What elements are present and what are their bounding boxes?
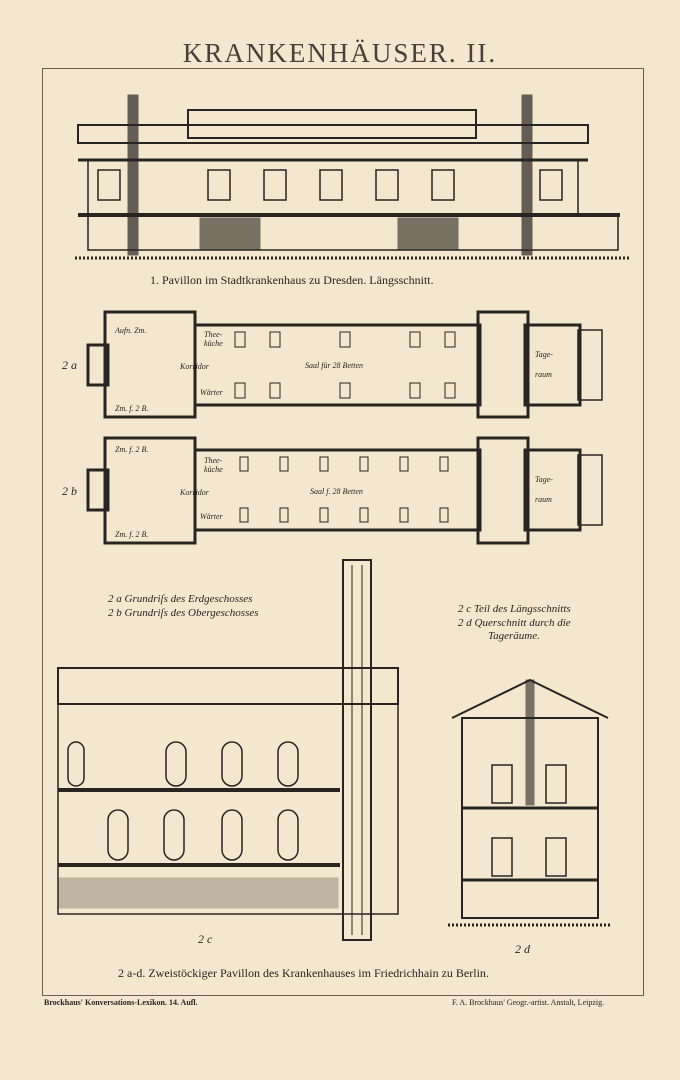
plan-2b-label: 2 b <box>62 484 77 498</box>
room-label: Saal für 28 Betten <box>305 361 363 370</box>
figure-2-caption: 2 a-d. Zweistöckiger Pavillon des Kranke… <box>118 966 489 980</box>
room-label: Wärter <box>200 512 223 521</box>
cross-section-2d <box>448 678 612 927</box>
legend-2d-cont: Tageräume. <box>488 630 540 642</box>
plan-2a <box>86 310 603 419</box>
room-label: Aufn. Zm. <box>115 326 147 335</box>
dresden-pavilion-section <box>75 94 630 260</box>
room-label: Zm. f. 2 B. <box>115 404 149 413</box>
figure-1-caption: 1. Pavillon im Stadtkrankenhaus zu Dresd… <box>150 273 434 287</box>
room-label: Thee-küche <box>204 456 223 474</box>
plate-frame <box>42 68 644 996</box>
room-label: Zm. f. 2 B. <box>115 530 149 539</box>
footer-publisher-right: F. A. Brockhaus' Geogr.-artist. Anstalt,… <box>452 998 605 1007</box>
room-label: Tage-raum <box>535 350 553 379</box>
room-label: Thee-küche <box>204 330 223 348</box>
plan-2b <box>86 436 603 545</box>
legend-2b: 2 b Grundriſs des Obergeschosses <box>108 607 259 619</box>
longitudinal-section-2c <box>57 559 399 941</box>
room-label: Wärter <box>200 388 223 397</box>
room-label: Korridor <box>180 362 209 371</box>
legend-2a: 2 a Grundriſs des Erdgeschosses <box>108 593 253 605</box>
plan-2a-label: 2 a <box>62 358 77 372</box>
legend-2c: 2 c Teil des Längsschnitts <box>458 603 571 615</box>
legend-2d: 2 d Querschnitt durch die <box>458 617 571 629</box>
label-2d: 2 d <box>515 942 530 956</box>
label-2c: 2 c <box>198 932 213 946</box>
room-label: Zm. f. 2 B. <box>115 445 149 454</box>
room-label: Saal f. 28 Betten <box>310 487 363 496</box>
room-label: Tage-raum <box>535 475 553 504</box>
footer-publisher-left: Brockhaus' Konversations-Lexikon. 14. Au… <box>44 998 198 1007</box>
room-label: Korridor <box>180 488 209 497</box>
plate-title: KRANKENHÄUSER. II. <box>182 38 498 68</box>
